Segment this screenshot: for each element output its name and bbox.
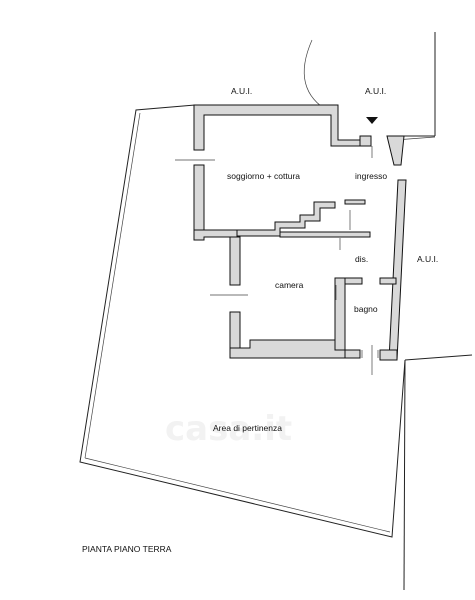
aui-label-top-left: A.U.I. (231, 86, 252, 96)
interior-walls (236, 199, 397, 351)
room-label-hall: dis. (355, 254, 368, 264)
watermark: casa.it (165, 409, 292, 449)
room-label-entrance: ingresso (355, 171, 387, 181)
aui-label-right: A.U.I. (417, 254, 438, 264)
room-label-living: soggiorno + cottura (227, 171, 300, 181)
plan-title: PIANTA PIANO TERRA (82, 544, 172, 554)
room-label-bathroom: bagno (354, 304, 378, 314)
entrance-arrow-icon (366, 117, 378, 124)
room-label-bedroom: camera (275, 280, 304, 290)
aui-label-top-right: A.U.I. (365, 86, 386, 96)
room-label-outdoor: Area di pertinenza (213, 423, 282, 433)
door-marks (175, 146, 379, 375)
lot-boundary (79, 104, 473, 591)
